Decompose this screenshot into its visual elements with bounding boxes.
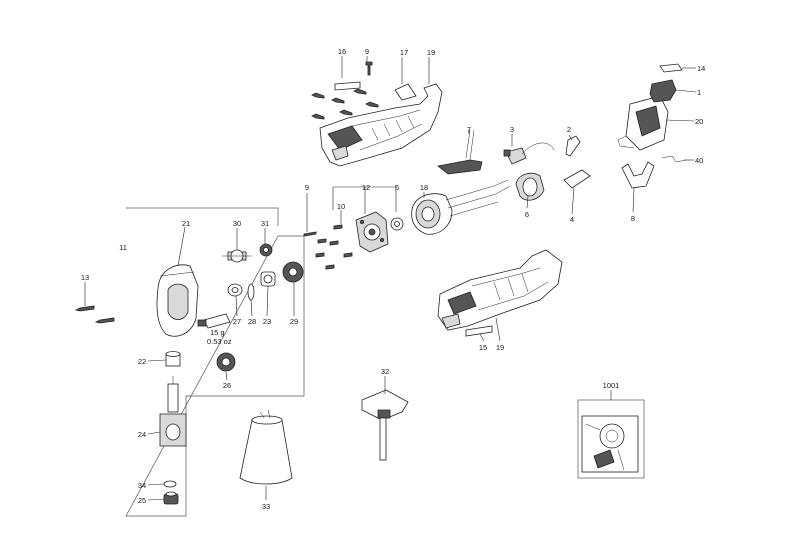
label-9-mid: 9 xyxy=(305,183,309,192)
fan-guide-6 xyxy=(515,172,545,201)
label-26: 26 xyxy=(223,381,231,390)
label-1: 1 xyxy=(697,88,701,97)
lock-button-4 xyxy=(563,169,591,189)
label-24: 24 xyxy=(138,430,146,439)
label-22: 22 xyxy=(138,357,146,366)
housing-half-top xyxy=(319,83,443,167)
bearing-5 xyxy=(390,217,404,231)
screws-top-housing xyxy=(311,61,379,120)
contact-2 xyxy=(565,135,581,157)
label-32: 32 xyxy=(381,367,389,376)
label-4: 4 xyxy=(570,215,574,224)
clip-8 xyxy=(621,161,655,189)
label-plate-16 xyxy=(334,81,361,91)
label-7: 7 xyxy=(467,125,471,134)
bevel-gear-29 xyxy=(282,261,304,283)
label-14: 14 xyxy=(697,64,705,73)
leader-lines xyxy=(84,56,697,501)
label-17: 17 xyxy=(400,48,408,57)
label-plate-17 xyxy=(394,83,417,101)
clamping-key-32 xyxy=(361,389,409,461)
wiring-7 xyxy=(437,129,483,175)
label-plate-15 xyxy=(465,325,493,337)
label-20: 20 xyxy=(695,117,703,126)
label-5: 5 xyxy=(395,183,399,192)
label-12: 12 xyxy=(362,183,370,192)
insert-22 xyxy=(165,351,181,367)
led-cap-1 xyxy=(649,79,677,103)
tool-holder-24 xyxy=(159,376,187,447)
screws-13 xyxy=(74,305,115,324)
gear-flange-12 xyxy=(355,211,389,253)
spindle-30 xyxy=(222,249,252,263)
grease-weight-grams: 15 g xyxy=(210,328,225,337)
label-1001: 1001 xyxy=(603,381,620,390)
battery-mount-20 xyxy=(617,95,669,151)
motor-18 xyxy=(411,179,511,235)
label-19-top: 19 xyxy=(427,48,435,57)
label-23: 23 xyxy=(263,317,271,326)
spring-40 xyxy=(661,155,687,163)
gear-31 xyxy=(259,243,273,257)
housing-half-bottom xyxy=(437,249,563,331)
label-30: 30 xyxy=(233,219,241,228)
label-33: 33 xyxy=(262,502,270,511)
label-13: 13 xyxy=(81,273,89,282)
screws-flange xyxy=(303,224,353,270)
bearing-23 xyxy=(260,271,276,287)
switch-3 xyxy=(503,142,555,165)
washer-27 xyxy=(227,283,243,297)
label-11: 11 xyxy=(119,243,127,252)
o-ring-34 xyxy=(163,480,177,488)
document-1001 xyxy=(577,399,645,479)
seal-28 xyxy=(247,283,255,301)
label-8: 8 xyxy=(631,214,635,223)
label-19-bottom: 19 xyxy=(496,343,504,352)
label-25: 25 xyxy=(138,496,146,505)
label-6: 6 xyxy=(525,210,529,219)
gear-housing-21 xyxy=(156,264,199,337)
nut-26 xyxy=(216,352,236,372)
label-29: 29 xyxy=(290,317,298,326)
cone-33 xyxy=(239,409,293,485)
bush-25 xyxy=(163,491,179,505)
label-31: 31 xyxy=(261,219,269,228)
label-34: 34 xyxy=(138,481,146,490)
label-3: 3 xyxy=(510,125,514,134)
label-10: 10 xyxy=(337,202,345,211)
label-21: 21 xyxy=(182,219,190,228)
label-14 xyxy=(659,63,683,73)
label-40: 40 xyxy=(695,156,703,165)
label-16: 16 xyxy=(338,47,346,56)
label-2: 2 xyxy=(567,125,571,134)
label-15: 15 xyxy=(479,343,487,352)
grease-weight-ounces: 0.53 oz xyxy=(207,337,232,346)
label-18: 18 xyxy=(420,183,428,192)
label-9-top: 9 xyxy=(365,47,369,56)
label-27: 27 xyxy=(233,317,241,326)
part-labels: 16 9 17 19 7 3 2 14 1 20 40 9 12 5 18 10… xyxy=(81,47,706,511)
label-28: 28 xyxy=(248,317,256,326)
grease-tube xyxy=(197,313,231,329)
